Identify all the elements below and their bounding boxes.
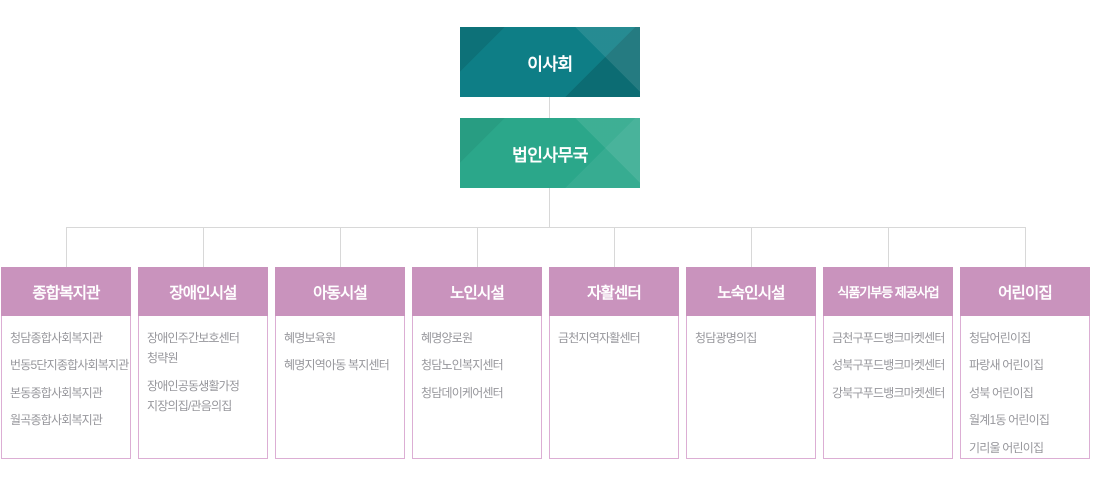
org-item: 강북구푸드뱅크마켓센터 [832,385,945,400]
connector-office-trunk [549,188,550,227]
connector-drop [477,227,478,267]
category-header: 식품기부등 제공사업 [823,267,953,316]
category-header: 노인시설 [412,267,542,316]
category-header: 어린이집 [960,267,1090,316]
org-item: 번동5단지종합사회복지관 [10,358,129,373]
category-header: 장애인시설 [138,267,268,316]
office-box: 법인사무국 [460,118,640,188]
org-item: 성북구푸드뱅크마켓센터 [832,358,945,373]
board-box: 이사회 [460,27,640,97]
org-item: 월곡종합사회복지관 [10,413,103,428]
connector-horizontal [66,227,1025,228]
category-header: 아동시설 [275,267,405,316]
connector-drop [1025,227,1026,267]
org-item: 금천지역자활센터 [558,331,641,345]
org-item: 파랑새 어린이집 [969,358,1044,373]
org-item: 금천구푸드뱅크마켓센터 [832,331,945,345]
office-label: 법인사무국 [512,145,588,165]
category-column: 자활센터 금천지역자활센터 [549,267,679,459]
org-item: 혜명보육원 [284,331,336,345]
org-item: 성북 어린이집 [969,385,1034,400]
org-item: 청담데이케어센터 [421,385,504,400]
org-item: 기리울 어린이집 [969,440,1044,455]
connector-drop [888,227,889,267]
category-body: 청담광명의집 [686,316,816,459]
category-header: 노숙인시설 [686,267,816,316]
board-label: 이사회 [527,54,573,74]
org-item: 장애인주간보호센터 청략원 [147,331,240,366]
org-item: 혜명양로원 [421,331,473,345]
org-item: 청담광명의집 [695,331,757,345]
connector-drop [66,227,67,267]
org-item: 청담노인복지센터 [421,358,504,373]
connector-drop [340,227,341,267]
org-item: 월계1동 어린이집 [969,413,1050,428]
org-item: 청담어린이집 [969,331,1031,345]
category-column: 노숙인시설 청담광명의집 [686,267,816,459]
connector-board-office [549,97,550,118]
org-item: 혜명지역아동 복지센터 [284,358,390,373]
connector-drop [203,227,204,267]
category-body: 금천지역자활센터 [549,316,679,459]
org-item: 청담종합사회복지관 [10,331,103,345]
category-header: 종합복지관 [1,267,131,316]
connector-drop [614,227,615,267]
org-item: 장애인공동생활가정 지장의집/관음의집 [147,378,240,414]
org-item: 본동종합사회복지관 [10,385,103,400]
connector-drop [751,227,752,267]
category-header: 자활센터 [549,267,679,316]
